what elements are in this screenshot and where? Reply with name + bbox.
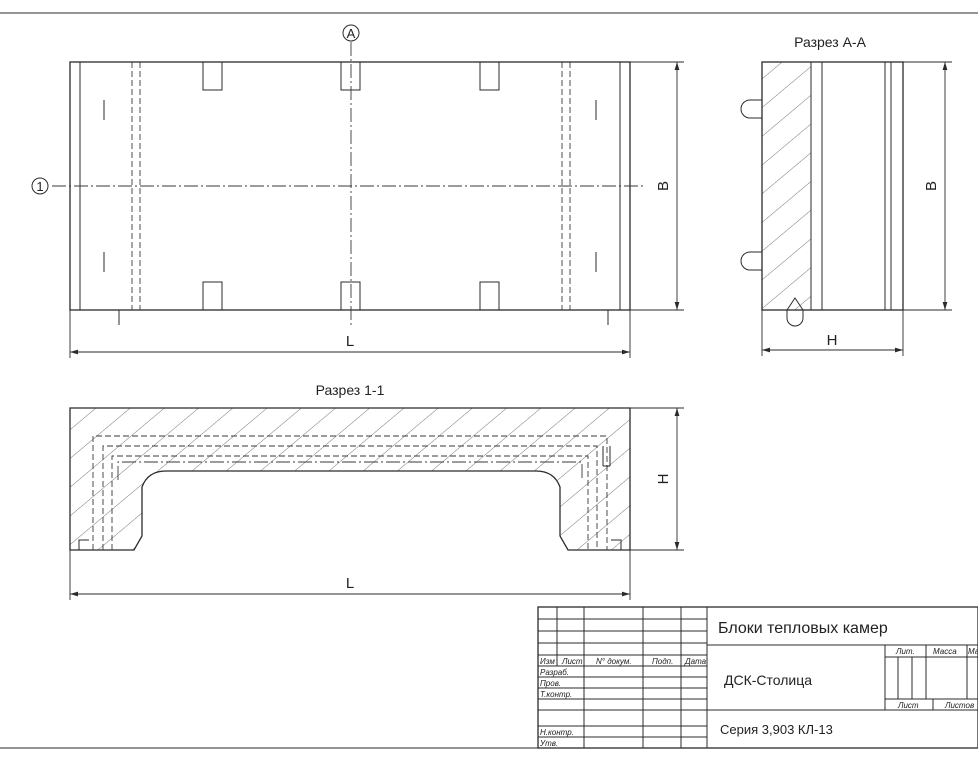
header-izm: Изм bbox=[540, 657, 555, 666]
masshtab-label: Ма bbox=[968, 647, 978, 656]
row-utv: Утв. bbox=[539, 739, 558, 748]
header-podp: Подп. bbox=[652, 657, 673, 666]
header-dokum: N° докум. bbox=[596, 657, 632, 666]
sheet-frame bbox=[0, 12, 978, 749]
dim-h-section-aa: Н bbox=[827, 332, 838, 349]
title-block: Изм Лист N° докум. Подп. Дата Разраб. Пр… bbox=[537, 606, 978, 749]
drawing-title: Блоки тепловых камер bbox=[718, 620, 888, 637]
dim-h-section-11: Н bbox=[655, 474, 672, 485]
section-marker-1-label: 1 bbox=[36, 179, 43, 194]
row-nkontr: Н.контр. bbox=[540, 728, 574, 737]
header-data: Дата bbox=[684, 657, 707, 666]
massa-label: Масса bbox=[933, 647, 957, 656]
dim-b-section: В bbox=[923, 181, 940, 191]
section-aa: Разрез А-А Н В bbox=[740, 34, 952, 356]
dim-b-plan: В bbox=[655, 181, 672, 191]
section-11-title: Разрез 1-1 bbox=[316, 382, 385, 398]
dim-l-top: L bbox=[346, 333, 354, 350]
listov-label: Листов bbox=[944, 701, 974, 710]
organization: ДСК-Столица bbox=[724, 672, 812, 688]
row-prov: Пров. bbox=[540, 679, 561, 688]
row-tkontr: Т.контр. bbox=[540, 690, 572, 699]
header-list: Лист bbox=[561, 657, 583, 666]
list-label: Лист bbox=[897, 701, 919, 710]
section-marker-a bbox=[342, 24, 360, 42]
section-marker-1 bbox=[31, 177, 49, 195]
series: Серия 3,903 КЛ-13 bbox=[720, 722, 833, 737]
section-11: Разрез 1-1 Н L bbox=[69, 382, 684, 600]
lit-label: Лит. bbox=[895, 647, 915, 656]
row-razrab: Разраб. bbox=[540, 668, 569, 677]
section-marker-a-label: А bbox=[347, 26, 356, 41]
plan-view: А 1 L В bbox=[31, 24, 684, 358]
section-aa-title: Разрез А-А bbox=[794, 34, 866, 50]
dim-l-bottom: L bbox=[346, 575, 354, 592]
